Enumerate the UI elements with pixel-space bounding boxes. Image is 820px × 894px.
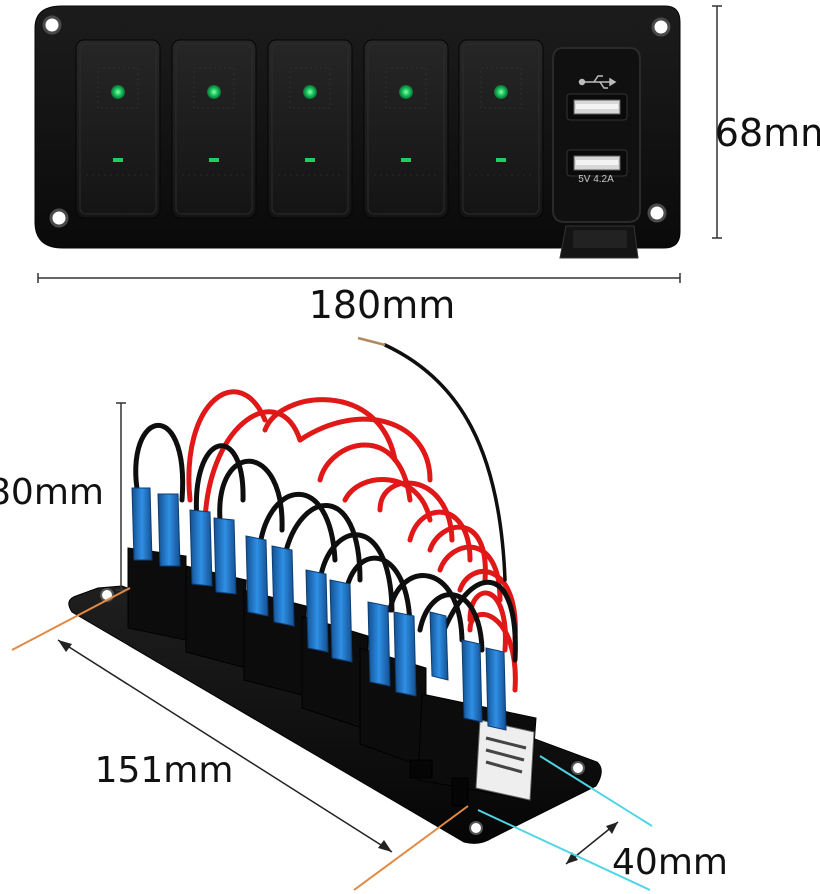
width-label-top: 180mm bbox=[309, 283, 456, 327]
switch-indicator-light bbox=[111, 85, 125, 99]
dimension-length-side: 151mm bbox=[11, 587, 469, 891]
dimension-height-side: 80mm bbox=[0, 402, 126, 591]
usb-module-back bbox=[475, 719, 535, 801]
rocker-switch-4[interactable] bbox=[363, 39, 449, 219]
switch-indicator-light bbox=[494, 85, 508, 99]
back-view bbox=[68, 336, 602, 844]
dimension-depth-side: 40mm bbox=[477, 755, 728, 891]
black-jumper-wires bbox=[133, 343, 518, 663]
usb-charger-module: 5V 4.2A bbox=[552, 47, 641, 259]
rocker-switches bbox=[75, 39, 544, 219]
mounting-holes bbox=[42, 15, 671, 228]
switch-indicator-light bbox=[399, 85, 413, 99]
rocker-switch-3[interactable] bbox=[267, 39, 353, 219]
rocker-switch-1[interactable] bbox=[75, 39, 161, 219]
long-ground-wire bbox=[383, 343, 507, 582]
usb-icon bbox=[578, 75, 617, 89]
usb-rating-label: 5V 4.2A bbox=[578, 174, 614, 185]
rocker-switch-2[interactable] bbox=[171, 39, 257, 219]
switch-indicator-light bbox=[207, 85, 221, 99]
height-label-top: 68mm bbox=[715, 111, 820, 155]
depth-label-side: 40mm bbox=[612, 842, 728, 883]
height-label-side: 80mm bbox=[0, 472, 104, 513]
blue-connectors bbox=[131, 487, 507, 731]
length-label-side: 151mm bbox=[95, 750, 234, 791]
dimension-width-top: 180mm bbox=[37, 273, 681, 327]
stripped-wire-end bbox=[357, 336, 386, 347]
top-view: 5V 4.2A bbox=[34, 5, 681, 259]
rocker-switch-5[interactable] bbox=[458, 39, 544, 219]
switch-indicator-light bbox=[303, 85, 317, 99]
dimension-height-top: 68mm bbox=[712, 5, 820, 239]
red-jumper-wires bbox=[186, 389, 518, 693]
